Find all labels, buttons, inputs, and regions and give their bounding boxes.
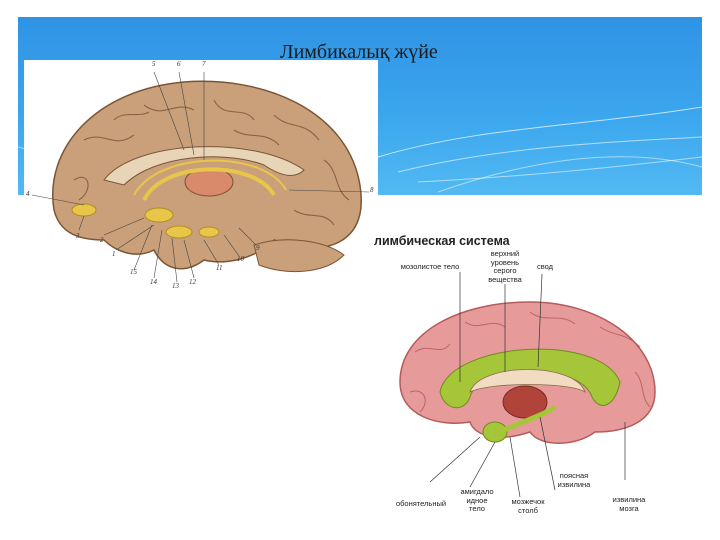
label-upper-level: верхний уровень серого вещества (480, 249, 530, 284)
diagram-number: 1 (112, 250, 116, 258)
label-brain-gyrus: извилина мозга (606, 495, 652, 513)
diagram-number: 10 (237, 255, 244, 263)
label-line: серого (493, 266, 517, 275)
label-line: поясная (559, 471, 589, 480)
label-line: извилина (557, 479, 591, 489)
diagram-number: 9 (256, 244, 260, 252)
diagram-number: 2 (100, 236, 104, 244)
label-cerebellum: мозжечок столб (506, 497, 550, 515)
label-line: идное (466, 495, 488, 505)
diagram-number: 12 (189, 278, 196, 286)
label-line: уровень (490, 257, 520, 267)
diagram-number: 7 (202, 60, 206, 68)
label-line: мозга (619, 503, 639, 513)
label-line: амигдало (460, 487, 494, 496)
diagram-number: 14 (150, 278, 157, 286)
diagram-number: 3 (76, 232, 80, 240)
brain-sagittal-diagram (31, 71, 370, 283)
bottom-limbic-illustration: лимбическая система мозолистое тело верх… (370, 232, 670, 522)
slide-title: Лимбикалық жүйе (280, 41, 438, 63)
diagram-number: 11 (216, 264, 223, 272)
label-line: верхний (490, 249, 520, 258)
label-line: мозжечок (511, 497, 545, 506)
label-line: вещества (488, 274, 522, 284)
label-corpus-callosum: мозолистое тело (400, 262, 460, 271)
label-amygdala: амигдало идное тело (454, 487, 500, 514)
diagram-number: 6 (177, 60, 181, 68)
label-cingulate-gyrus: поясная извилина (548, 471, 600, 489)
diagram-number: 15 (130, 268, 137, 276)
limbic-heading: лимбическая система (374, 234, 510, 248)
label-olfactory: обонятельный (395, 499, 447, 508)
diagram-number: 13 (172, 282, 179, 290)
diagram-number: 4 (26, 190, 30, 198)
label-line: извилина (612, 495, 646, 504)
limbic-brain-diagram (399, 272, 656, 498)
diagram-number: 8 (370, 186, 374, 194)
label-line: столб (518, 505, 538, 515)
top-brain-illustration: 5 6 7 4 8 3 2 1 9 10 11 12 13 14 15 (24, 60, 378, 300)
diagram-number: 5 (152, 60, 156, 68)
label-line: тело (469, 504, 485, 513)
label-fornix: свод (536, 262, 554, 271)
